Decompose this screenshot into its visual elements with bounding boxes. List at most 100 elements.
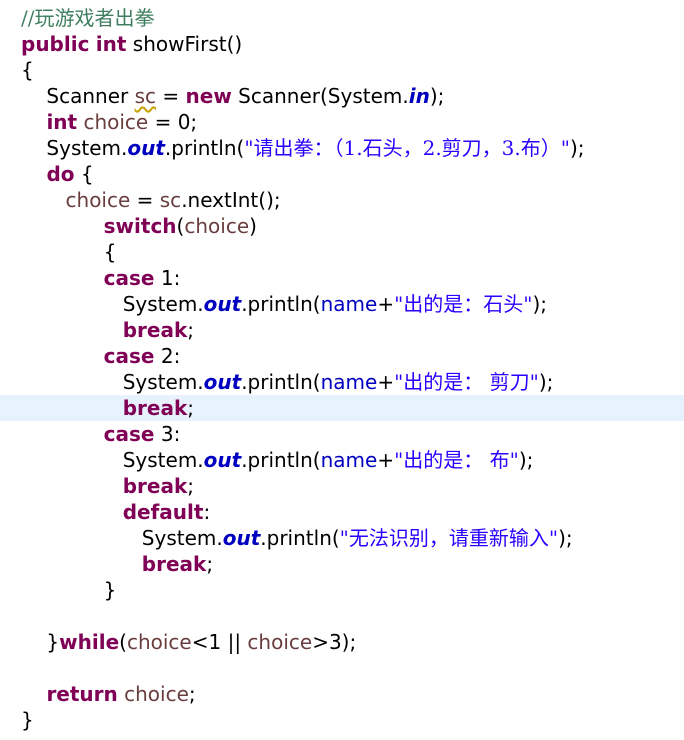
code-token: case xyxy=(103,344,155,368)
code-token: //玩游戏者出拳 xyxy=(21,6,155,30)
code-token: .println( xyxy=(164,136,245,160)
code-line[interactable]: case 2: xyxy=(0,343,684,369)
code-token xyxy=(21,214,104,238)
code-token: choice xyxy=(124,682,189,706)
code-line[interactable] xyxy=(0,655,684,681)
code-line[interactable]: default: xyxy=(0,499,684,525)
code-token: out xyxy=(222,526,261,550)
code-line[interactable]: return choice; xyxy=(0,681,684,707)
code-token: return xyxy=(46,682,118,706)
code-token: : xyxy=(203,500,211,524)
code-token xyxy=(21,422,104,446)
code-token: new xyxy=(185,84,232,108)
code-token: <1 || xyxy=(191,630,248,654)
code-token: break xyxy=(122,318,188,342)
code-line[interactable]: case 3: xyxy=(0,421,684,447)
code-token: System. xyxy=(21,526,223,550)
code-token: System. xyxy=(21,292,204,316)
code-token: ); xyxy=(538,370,554,394)
code-token: { xyxy=(21,58,34,82)
code-token: ) xyxy=(249,214,257,238)
code-line[interactable]: do { xyxy=(0,161,684,187)
code-token: Scanner xyxy=(21,84,135,108)
code-token: break xyxy=(141,552,207,576)
code-token: choice xyxy=(65,188,131,212)
code-line[interactable]: switch(choice) xyxy=(0,213,684,239)
code-token: ); xyxy=(518,448,534,472)
code-token: "出的是： 布" xyxy=(394,448,519,472)
code-line[interactable]: int choice = 0; xyxy=(0,109,684,135)
code-line[interactable]: break; xyxy=(0,473,684,499)
code-token: { xyxy=(21,240,117,264)
code-line[interactable] xyxy=(0,603,684,629)
code-line[interactable]: { xyxy=(0,57,684,83)
code-line[interactable]: choice = sc.nextInt(); xyxy=(0,187,684,213)
code-line[interactable]: case 1: xyxy=(0,265,684,291)
code-token: System. xyxy=(21,370,204,394)
code-line[interactable]: System.out.println("请出拳：（1.石头，2.剪刀，3.布）"… xyxy=(0,135,684,161)
code-token: System. xyxy=(21,136,128,160)
code-token: name xyxy=(320,370,378,394)
code-token: int xyxy=(95,32,127,56)
code-line[interactable]: { xyxy=(0,239,684,265)
code-line[interactable]: } xyxy=(0,577,684,603)
code-token: } xyxy=(21,708,34,732)
code-token: = xyxy=(130,188,160,212)
code-token: out xyxy=(203,370,242,394)
code-token xyxy=(21,474,123,498)
code-token: ; xyxy=(187,318,195,342)
code-token: ); xyxy=(569,136,585,160)
code-token xyxy=(21,188,66,212)
code-token: do xyxy=(46,162,75,186)
code-token: out xyxy=(203,448,242,472)
code-token: + xyxy=(377,370,395,394)
code-token: showFirst() xyxy=(126,32,243,56)
code-line[interactable]: break; xyxy=(0,317,684,343)
code-token: ( xyxy=(176,214,185,238)
code-line[interactable]: break; xyxy=(0,395,684,421)
code-token: name xyxy=(320,292,378,316)
code-token: .println( xyxy=(241,292,321,316)
code-line[interactable]: System.out.println(name+"出的是： 布"); xyxy=(0,447,684,473)
code-token xyxy=(21,318,123,342)
code-token xyxy=(21,396,123,420)
code-token: out xyxy=(127,136,165,160)
code-token: choice xyxy=(184,214,250,238)
code-line[interactable]: } xyxy=(0,707,684,733)
code-token: choice xyxy=(247,630,313,654)
code-line[interactable]: public int showFirst() xyxy=(0,31,684,57)
code-token: ; xyxy=(187,474,195,498)
code-token: public xyxy=(21,32,90,56)
code-line[interactable]: break; xyxy=(0,551,684,577)
code-line[interactable]: }while(choice<1 || choice>3); xyxy=(0,629,684,655)
code-token: default xyxy=(122,500,204,524)
code-token: while xyxy=(59,630,120,654)
code-token: ; xyxy=(187,396,195,420)
code-token xyxy=(21,110,46,134)
code-token: 2: xyxy=(154,344,181,368)
code-token: >3); xyxy=(312,630,357,654)
code-line[interactable]: Scanner sc = new Scanner(System.in); xyxy=(0,83,684,109)
code-token: break xyxy=(122,396,188,420)
code-token: } xyxy=(21,630,60,654)
code-line[interactable]: System.out.println("无法识别，请重新输入"); xyxy=(0,525,684,551)
code-token: ; xyxy=(188,682,196,706)
code-token: in xyxy=(408,84,430,108)
code-token xyxy=(21,266,104,290)
code-line[interactable]: System.out.println(name+"出的是： 剪刀"); xyxy=(0,369,684,395)
code-token: choice xyxy=(83,110,149,134)
code-token: System. xyxy=(21,448,204,472)
code-line[interactable]: System.out.println(name+"出的是：石头"); xyxy=(0,291,684,317)
code-token: + xyxy=(377,448,395,472)
code-line[interactable]: //玩游戏者出拳 xyxy=(0,5,684,31)
code-token: "出的是： 剪刀" xyxy=(394,370,539,394)
code-token: switch xyxy=(103,214,177,238)
code-token: 1: xyxy=(154,266,181,290)
code-token: .println( xyxy=(241,448,321,472)
code-token: ( xyxy=(119,630,127,654)
code-token: 3: xyxy=(154,422,181,446)
code-token xyxy=(21,162,46,186)
code-token: sc xyxy=(159,188,182,212)
code-token: out xyxy=(203,292,242,316)
